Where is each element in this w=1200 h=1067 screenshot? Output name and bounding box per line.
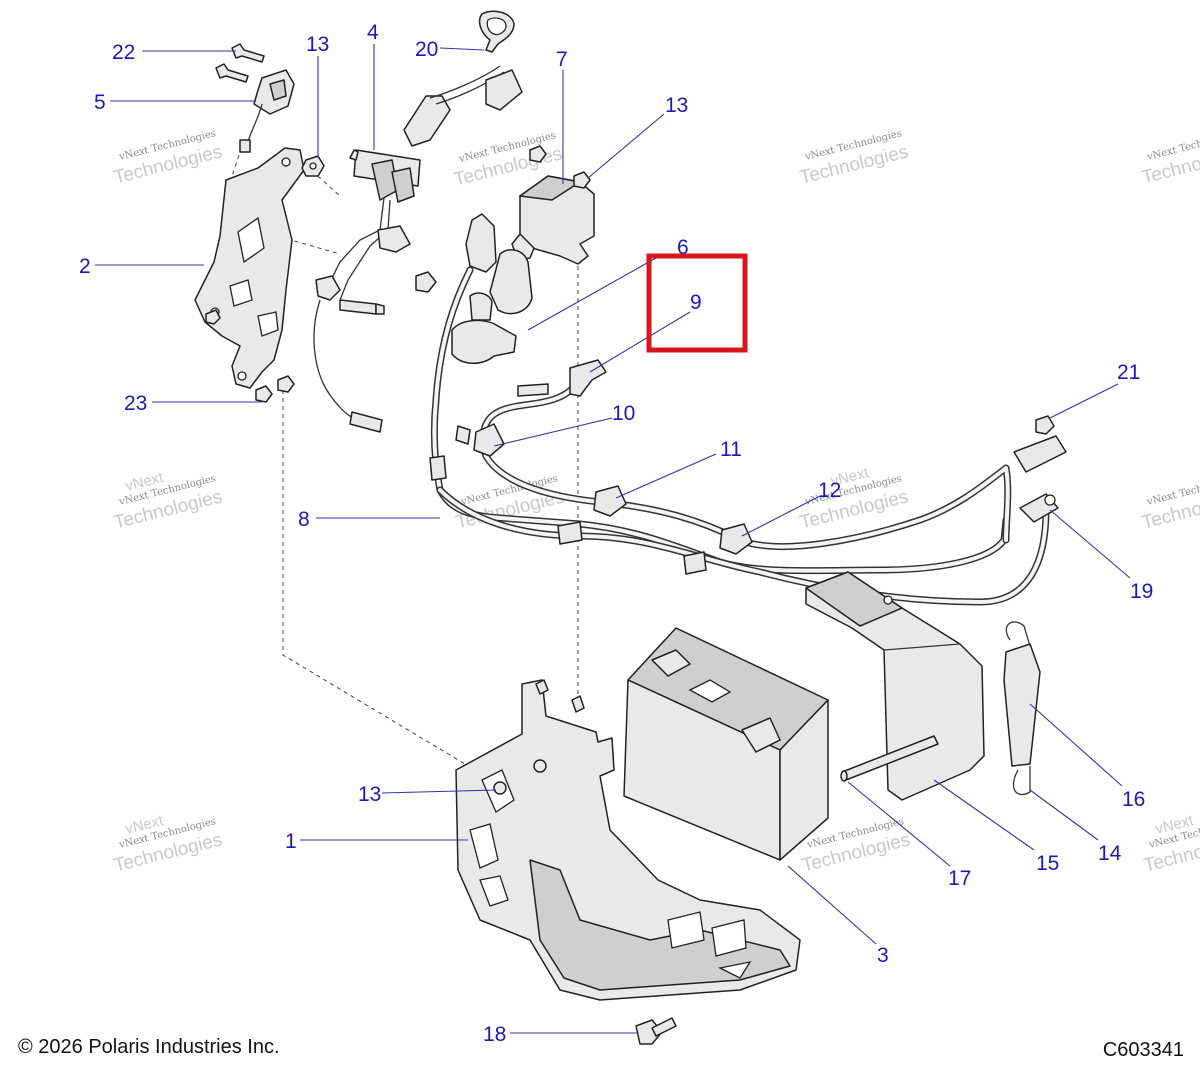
callout-17[interactable]: 17	[948, 867, 971, 890]
nut-part[interactable]	[301, 155, 325, 177]
battery-part[interactable]	[623, 627, 829, 861]
fastener-part[interactable]	[205, 309, 295, 403]
callout-18[interactable]: 18	[483, 1023, 506, 1046]
callout-16[interactable]: 16	[1122, 788, 1145, 811]
cable-clamp-part[interactable]	[455, 423, 505, 457]
callout-14[interactable]: 14	[1098, 842, 1122, 865]
battery-tray-part[interactable]	[455, 679, 801, 1001]
callout-8[interactable]: 8	[298, 508, 310, 531]
callout-13[interactable]: 13	[665, 94, 688, 117]
battery-cable-part[interactable]	[429, 266, 1050, 606]
sensor-bracket-part[interactable]	[239, 69, 295, 153]
battery-cover-part[interactable]	[805, 571, 985, 801]
diagram-code: C603341	[1102, 1039, 1184, 1061]
callout-22[interactable]: 22	[112, 41, 135, 64]
callout-12[interactable]: 12	[818, 479, 841, 502]
relay-solenoid-part[interactable]	[511, 145, 595, 265]
ground-cable-part[interactable]	[479, 359, 1012, 551]
callout-7[interactable]: 7	[556, 48, 568, 71]
highlight-box	[646, 253, 748, 353]
callout-20[interactable]: 20	[415, 38, 438, 61]
positive-terminal-part[interactable]	[1013, 415, 1067, 523]
copyright-text: © 2026 Polaris Industries Inc.	[18, 1036, 280, 1058]
cable-clip-part[interactable]	[593, 485, 753, 555]
leader-lines	[95, 44, 1131, 1034]
callout-1[interactable]: 1	[285, 830, 297, 853]
callout-2[interactable]: 2	[79, 255, 91, 278]
bolt-part[interactable]	[635, 1017, 677, 1045]
callout-15[interactable]: 15	[1036, 852, 1059, 875]
callout-6[interactable]: 6	[677, 236, 689, 259]
battery-strap-part[interactable]	[1003, 621, 1041, 796]
callout-4[interactable]: 4	[367, 21, 379, 44]
bolt-part[interactable]	[215, 43, 265, 83]
callout-23[interactable]: 23	[124, 392, 147, 415]
callout-21[interactable]: 21	[1117, 361, 1140, 384]
callout-labels: 22 5 13 4 20 7 13 2 6 9 23 10 21 11 12 8…	[79, 21, 1153, 1046]
callout-9[interactable]: 9	[690, 291, 702, 314]
callout-13[interactable]: 13	[306, 33, 329, 56]
hold-down-rod-part[interactable]	[840, 735, 939, 782]
terminal-boot-part[interactable]	[415, 213, 533, 364]
callout-19[interactable]: 19	[1130, 580, 1153, 603]
callout-10[interactable]: 10	[612, 402, 635, 425]
wire-harness-part[interactable]	[313, 10, 523, 433]
callout-13[interactable]: 13	[358, 783, 381, 806]
callout-5[interactable]: 5	[94, 91, 106, 114]
callout-3[interactable]: 3	[877, 944, 889, 967]
mounting-bracket-part[interactable]	[194, 147, 305, 389]
callout-11[interactable]: 11	[720, 438, 742, 461]
